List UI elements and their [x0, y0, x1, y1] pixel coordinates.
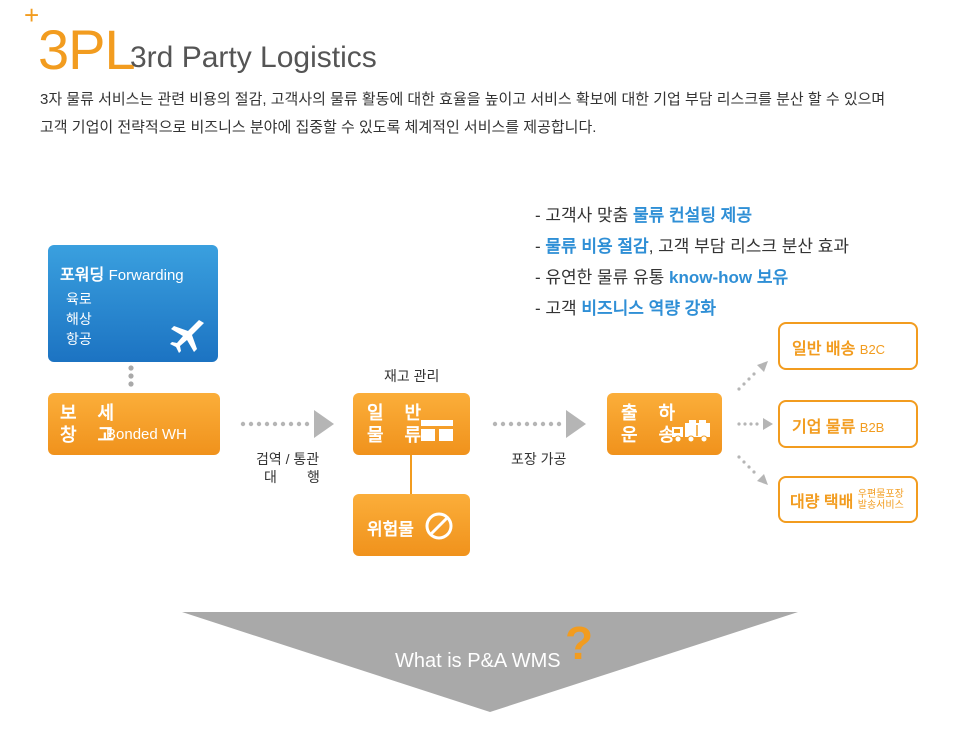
service-b2c: 일반 배송 B2C	[778, 322, 918, 370]
inspection-label-2b: 행	[307, 469, 320, 485]
general-line-1: 일 반	[367, 403, 430, 423]
benefit-item: - 고객 비즈니스 역량 강화	[535, 299, 716, 318]
question-mark-icon: ?	[565, 617, 594, 669]
boxes-icon	[421, 420, 453, 441]
bonded-line-2: 창 고	[60, 425, 123, 445]
bonded-line-1: 보 세	[60, 403, 123, 423]
inventory-label: 재고 관리	[384, 368, 440, 384]
forwarding-item-sea: 해상	[66, 311, 92, 327]
inspection-label-1: 검역 / 통관	[256, 451, 320, 467]
truck-icon	[672, 420, 710, 443]
forwarding-item-air: 항공	[66, 331, 92, 347]
dangerous-goods-box: 위험물	[353, 494, 470, 556]
plus-mark: +	[24, 0, 40, 30]
danger-label: 위험물	[367, 520, 414, 539]
vertical-dotted-connector	[128, 365, 134, 387]
bonded-en: Bonded WH	[106, 426, 187, 443]
flow-arrow-1	[240, 410, 334, 438]
general-logistics-box: 일 반 물 류	[353, 393, 470, 455]
inspection-label-2a: 대	[264, 469, 277, 485]
branch-arrow-b2b	[737, 418, 773, 430]
intro-text: 3자 물류 서비스는 관련 비용의 절감, 고객사의 물류 활동에 대한 효율을…	[40, 86, 975, 142]
danger-connector	[410, 455, 412, 495]
forwarding-title: 포워딩 Forwarding	[60, 267, 184, 284]
outbound-shipping-box: 출 하 운 송	[607, 393, 722, 455]
outbound-line-1: 출 하	[621, 403, 684, 423]
forwarding-item-land: 육로	[66, 291, 92, 307]
forwarding-box: 포워딩 Forwarding 육로 해상 항공	[48, 245, 218, 362]
branch-arrow-b2c	[737, 361, 768, 391]
page-title: 3rd Party Logistics	[130, 41, 377, 74]
benefit-item: - 고객사 맞춤 물류 컨설팅 제공	[535, 206, 752, 225]
intro-line-2: 고객 기업이 전략적으로 비즈니스 분야에 집중할 수 있도록 체계적인 서비스…	[40, 119, 597, 136]
general-line-2: 물 류	[367, 425, 430, 445]
branch-arrow-bulk	[737, 455, 768, 485]
prohibited-icon	[425, 512, 453, 540]
benefits-list: - 고객사 맞춤 물류 컨설팅 제공 - 물류 비용 절감, 고객 부담 리스크…	[535, 200, 849, 324]
airplane-icon	[170, 320, 204, 353]
intro-line-1: 3자 물류 서비스는 관련 비용의 절감, 고객사의 물류 활동에 대한 효율을…	[40, 91, 886, 108]
benefit-item: - 유연한 물류 유통 know-how 보유	[535, 268, 789, 287]
bonded-warehouse-box: 보 세 창 고 Bonded WH	[48, 393, 220, 455]
abbr-3pl: 3PL	[38, 18, 136, 81]
wms-question: What is P&A WMS	[395, 650, 561, 672]
packing-label: 포장 가공	[511, 451, 567, 467]
funnel-banner	[182, 612, 798, 712]
benefit-item: - 물류 비용 절감, 고객 부담 리스크 분산 효과	[535, 237, 850, 256]
outbound-line-2: 운 송	[621, 425, 684, 445]
flow-arrow-2	[492, 410, 586, 438]
service-b2b: 기업 물류 B2B	[778, 400, 918, 448]
